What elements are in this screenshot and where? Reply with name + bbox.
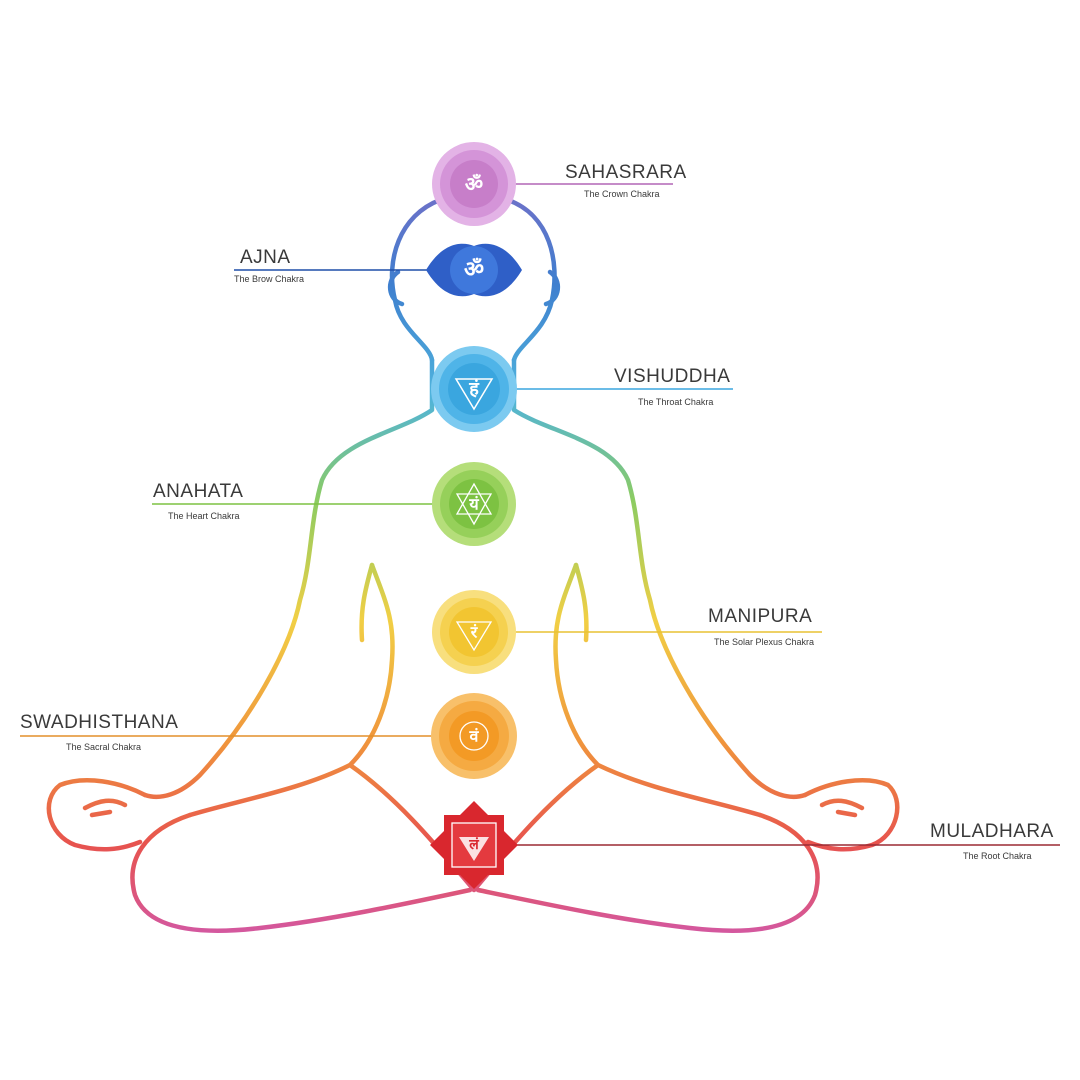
vishuddha-name: VISHUDDHA	[614, 366, 730, 387]
sahasrara-glyph: ॐ	[465, 172, 483, 196]
manipura-subtitle: The Solar Plexus Chakra	[714, 637, 814, 647]
muladhara-glyph: लं	[468, 837, 479, 853]
vishuddha-subtitle: The Throat Chakra	[638, 397, 713, 407]
swadhisthana-glyph: वं	[469, 727, 480, 746]
anahata-symbol: यं	[432, 462, 516, 546]
vishuddha-glyph: हं	[468, 379, 480, 400]
swadhisthana-symbol: वं	[431, 693, 517, 779]
sahasrara-name: SAHASRARA	[565, 162, 687, 183]
manipura-symbol: रं	[432, 590, 516, 674]
manipura-name: MANIPURA	[708, 606, 812, 627]
muladhara-subtitle: The Root Chakra	[963, 851, 1032, 861]
anahata-name: ANAHATA	[153, 481, 243, 502]
anahata-glyph: यं	[468, 495, 479, 514]
ajna-symbol: ॐ	[426, 243, 522, 297]
muladhara-name: MULADHARA	[930, 821, 1054, 842]
muladhara-symbol: लं	[430, 801, 518, 889]
manipura-glyph: रं	[470, 623, 479, 642]
swadhisthana-name: SWADHISTHANA	[20, 712, 178, 733]
body-outline	[46, 197, 900, 933]
ajna-name: AJNA	[240, 247, 291, 268]
sahasrara-subtitle: The Crown Chakra	[584, 189, 660, 199]
anahata-subtitle: The Heart Chakra	[168, 511, 240, 521]
ajna-glyph: ॐ	[464, 258, 484, 283]
chakra-labels: SAHASRARA The Crown Chakra AJNA The Brow…	[20, 162, 1054, 861]
connector-lines	[20, 183, 1060, 846]
swadhisthana-subtitle: The Sacral Chakra	[66, 742, 141, 752]
vishuddha-symbol: हं	[431, 346, 517, 432]
sahasrara-symbol: ॐ	[432, 142, 516, 226]
ajna-subtitle: The Brow Chakra	[234, 274, 304, 284]
